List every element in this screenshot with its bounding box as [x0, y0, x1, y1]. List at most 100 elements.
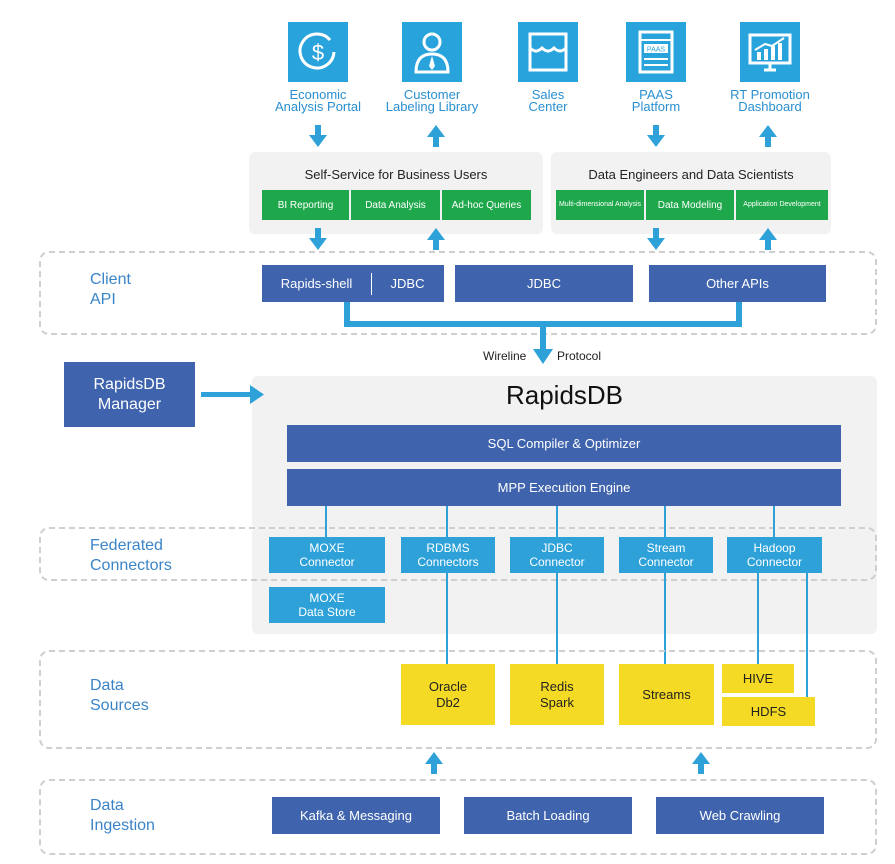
sql-compiler-box: SQL Compiler & Optimizer — [287, 425, 841, 462]
data-ingestion-label: Data Ingestion — [90, 796, 155, 836]
rt-promotion-label: RT Promotion Dashboard — [710, 87, 830, 114]
data-engineers-panel: Data Engineers and Data Scientists Multi… — [551, 152, 831, 234]
source-connector-line — [556, 573, 558, 664]
wireline-label: Wireline — [483, 349, 527, 363]
protocol-label: Protocol — [557, 349, 602, 363]
bi-reporting-box: BI Reporting — [262, 190, 349, 220]
arrow-up-icon — [427, 228, 445, 250]
app-label-line: Dashboard — [738, 99, 802, 114]
api-connector-line — [344, 302, 350, 327]
hadoop-connector-box: Hadoop Connector — [727, 537, 822, 573]
source-line: Spark — [540, 694, 574, 710]
connector-line: JDBC — [541, 541, 573, 555]
connector-line: MOXE — [309, 541, 345, 555]
connector-line: Connector — [299, 555, 355, 569]
paas-icon-text: PAAS — [647, 47, 665, 54]
band-label-line: Data — [90, 797, 124, 814]
band-label-line: Client — [90, 271, 131, 288]
streams-box: Streams — [619, 664, 714, 725]
arrow-up-icon — [759, 228, 777, 250]
arrow-up-icon — [759, 125, 777, 147]
sales-center-label: Sales Center — [488, 88, 608, 114]
band-label-line: Federated — [90, 537, 163, 554]
app-label-line: Center — [528, 99, 568, 114]
data-engineers-title: Data Engineers and Data Scientists — [588, 167, 794, 182]
economic-portal-label: Economic Analysis Portal — [258, 88, 378, 114]
app-development-box: Application Development — [736, 190, 828, 220]
source-line: Db2 — [436, 694, 460, 710]
economic-portal-app-icon: $ — [288, 22, 348, 82]
kafka-messaging-box: Kafka & Messaging — [272, 797, 440, 834]
svg-text:$: $ — [312, 40, 324, 65]
paas-window-icon: PAAS — [638, 30, 674, 74]
rdbms-connectors-box: RDBMS Connectors — [401, 537, 495, 573]
data-ingestion-band — [39, 779, 877, 855]
band-label-line: Ingestion — [90, 817, 155, 834]
hive-box: HIVE — [722, 664, 794, 693]
mpp-engine-box: MPP Execution Engine — [287, 469, 841, 506]
data-modeling-box: Data Modeling — [646, 190, 734, 220]
arrow-down-icon — [309, 228, 327, 250]
data-sources-band — [39, 650, 877, 749]
source-connector-line — [664, 573, 666, 664]
redis-spark-box: Redis Spark — [510, 664, 604, 725]
storefront-icon — [528, 32, 568, 72]
connector-line: Stream — [646, 541, 686, 555]
arrow-up-icon — [427, 125, 445, 147]
connector-line: Connector — [746, 555, 803, 569]
jdbc-box[interactable]: JDBC — [455, 265, 633, 302]
app-label-line: Analysis Portal — [275, 99, 361, 114]
batch-loading-box: Batch Loading — [464, 797, 632, 834]
engine-connector-line — [773, 506, 775, 537]
rapidsdb-manager-box[interactable]: RapidsDB Manager — [64, 362, 195, 427]
connector-line: Connector — [638, 555, 694, 569]
arrow-right-icon — [201, 385, 264, 404]
rapids-shell-jdbc-box[interactable]: Rapids-shell JDBC — [262, 265, 444, 302]
rt-promotion-app-icon — [740, 22, 800, 82]
source-connector-line — [757, 573, 759, 664]
engine-connector-line — [446, 506, 448, 537]
adhoc-queries-box: Ad-hoc Queries — [442, 190, 531, 220]
connector-line: RDBMS — [426, 541, 470, 555]
data-sources-label: Data Sources — [90, 676, 149, 716]
connector-line: Connector — [529, 555, 585, 569]
band-label-line: Data — [90, 677, 124, 694]
customer-labeling-label: Customer Labeling Library — [372, 87, 492, 114]
band-label-line: Sources — [90, 697, 149, 714]
arrow-down-icon — [533, 327, 553, 364]
box-divider — [370, 272, 372, 295]
manager-line: Manager — [97, 395, 162, 413]
paas-platform-label: PAAS Platform — [596, 88, 716, 113]
api-connector-line — [736, 302, 742, 327]
source-connector-line — [446, 573, 448, 664]
jdbc-label: JDBC — [390, 276, 425, 291]
band-label-line: Connectors — [90, 557, 172, 574]
store-line: MOXE — [309, 591, 345, 605]
connector-line: Connectors — [417, 555, 479, 569]
arrow-down-icon — [647, 125, 665, 147]
client-api-label: Client API — [90, 270, 131, 310]
dashboard-monitor-icon — [748, 33, 792, 72]
jdbc-connector-box: JDBC Connector — [510, 537, 604, 573]
paas-platform-app-icon: PAAS — [626, 22, 686, 82]
app-label-line: Labeling Library — [385, 99, 479, 114]
app-label-line: RT Promotion — [730, 87, 810, 102]
federated-connectors-label: Federated Connectors — [90, 536, 172, 576]
arrow-up-icon — [692, 752, 710, 774]
engine-connector-line — [556, 506, 558, 537]
arrow-up-icon — [425, 752, 443, 774]
app-label-line: Customer — [403, 87, 461, 102]
source-line: Oracle — [428, 678, 468, 694]
multidim-analysis-box: Multi-dimensional Analysis — [556, 190, 644, 220]
connector-line: Hadoop — [753, 541, 796, 555]
moxe-data-store-box: MOXE Data Store — [269, 587, 385, 623]
oracle-db2-box: Oracle Db2 — [401, 664, 495, 725]
rapidsdb-title: RapidsDB — [505, 380, 624, 410]
engine-connector-line — [325, 506, 327, 537]
self-service-title: Self-Service for Business Users — [304, 167, 488, 182]
source-connector-line — [806, 573, 808, 697]
source-line: Redis — [540, 678, 574, 694]
other-apis-box[interactable]: Other APIs — [649, 265, 826, 302]
arrow-down-icon — [647, 228, 665, 250]
